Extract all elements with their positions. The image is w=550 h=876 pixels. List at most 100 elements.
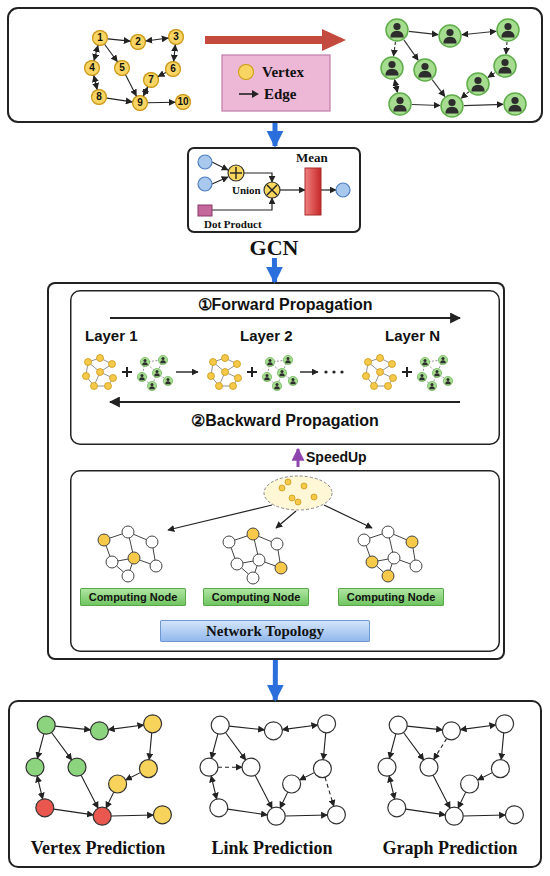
flow-arrow bbox=[272, 258, 277, 282]
prediction-illustration bbox=[378, 758, 396, 776]
propagation-illustration bbox=[441, 357, 444, 360]
module-title: GCN bbox=[188, 236, 360, 260]
vertex-number: 1 bbox=[92, 30, 108, 46]
propagation-illustration bbox=[265, 357, 274, 366]
topology-illustration bbox=[106, 556, 118, 568]
propagation-illustration bbox=[385, 383, 392, 390]
social-graph bbox=[414, 59, 436, 81]
prediction-illustration bbox=[255, 775, 272, 808]
social-graph bbox=[395, 80, 398, 93]
social-graph bbox=[389, 93, 411, 115]
propagation-illustration bbox=[268, 359, 271, 362]
social-graph bbox=[462, 31, 496, 35]
legend-arrow-sample bbox=[252, 90, 259, 98]
topology-illustration bbox=[223, 536, 235, 548]
topology-illustration bbox=[235, 536, 248, 540]
propagation-illustration bbox=[137, 372, 146, 381]
propagation-illustration bbox=[270, 360, 288, 362]
propagation-illustration bbox=[149, 386, 154, 389]
topology-illustration bbox=[370, 534, 383, 538]
vertex-number: 4 bbox=[84, 60, 100, 76]
propagation-illustration bbox=[230, 383, 237, 390]
vertex-circle: 3 bbox=[168, 29, 184, 45]
graph-edge bbox=[158, 73, 166, 77]
social-graph bbox=[488, 73, 495, 78]
gcn-illustration bbox=[305, 168, 321, 215]
topology-illustration bbox=[390, 564, 392, 571]
gcn-illustration bbox=[212, 177, 228, 184]
social-graph bbox=[388, 61, 395, 68]
topology-illustration bbox=[406, 536, 418, 548]
social-graph bbox=[504, 23, 511, 30]
propagation-illustration bbox=[380, 372, 393, 378]
prediction-illustration bbox=[389, 734, 396, 759]
prediction-illustration bbox=[68, 758, 86, 776]
social-graph bbox=[499, 67, 512, 74]
legend-arrow-sample bbox=[239, 93, 253, 95]
vertex-number: 5 bbox=[114, 60, 130, 76]
propagation-illustration bbox=[437, 373, 448, 381]
propagation-illustration bbox=[420, 357, 429, 366]
propagation-illustration bbox=[274, 386, 279, 389]
propagation-illustration bbox=[152, 373, 157, 386]
gcn-illustration bbox=[267, 185, 277, 195]
legend-arrow-sample bbox=[238, 88, 260, 100]
prediction-illustration bbox=[434, 738, 447, 759]
gcn-illustration bbox=[280, 189, 305, 190]
propagation-illustration bbox=[233, 378, 238, 386]
prediction-illustration bbox=[406, 809, 446, 815]
vertex-circle: 8 bbox=[91, 89, 107, 105]
gcn-illustration bbox=[188, 148, 360, 232]
vertex-circle: 1 bbox=[92, 30, 108, 46]
topology-illustration bbox=[253, 554, 265, 566]
propagation-illustration bbox=[110, 375, 117, 382]
graph-edge bbox=[107, 98, 132, 102]
vertex-circle: 10 bbox=[175, 94, 191, 110]
legend-entry: Vertex bbox=[238, 62, 304, 82]
prediction-illustration bbox=[242, 758, 260, 776]
gcn-illustration bbox=[212, 198, 272, 210]
topology-illustration bbox=[400, 560, 411, 564]
social-graph bbox=[409, 31, 438, 34]
propagation-illustration bbox=[420, 357, 429, 366]
propagation-illustration bbox=[445, 381, 450, 384]
input-graph-panel bbox=[8, 8, 542, 122]
social-graph bbox=[497, 19, 519, 41]
propagation-illustration bbox=[283, 355, 292, 364]
social-graph bbox=[381, 57, 403, 79]
prediction-illustration bbox=[37, 776, 43, 799]
propagation-illustration bbox=[139, 377, 144, 380]
vertex-number: 10 bbox=[175, 94, 191, 110]
propagation-illustration bbox=[291, 378, 294, 381]
prediction-illustration bbox=[26, 758, 44, 776]
topology-illustration bbox=[382, 526, 394, 538]
vertex-number: 9 bbox=[132, 95, 148, 111]
prediction-illustration bbox=[211, 734, 218, 759]
propagation-illustration bbox=[285, 360, 290, 363]
propagation-illustration bbox=[283, 355, 292, 364]
propagation-illustration bbox=[275, 383, 278, 386]
propagation-illustration bbox=[417, 372, 426, 381]
speedup-arrow bbox=[298, 449, 299, 467]
propagation-illustration bbox=[145, 360, 163, 362]
topology-illustration bbox=[324, 505, 372, 528]
gcn-illustration bbox=[264, 182, 280, 198]
social-graph bbox=[474, 77, 481, 84]
social-graph bbox=[386, 19, 408, 41]
propagation-illustration bbox=[109, 361, 116, 368]
vertex-number: 7 bbox=[143, 72, 159, 88]
social-graph bbox=[394, 105, 407, 112]
topology-illustration bbox=[366, 556, 378, 568]
propagation-illustration bbox=[446, 378, 449, 381]
propagation-label: ①Forward Propagation bbox=[70, 296, 500, 314]
propagation-illustration bbox=[158, 355, 167, 364]
topology-illustration bbox=[117, 566, 124, 572]
propagation-illustration bbox=[417, 372, 426, 381]
vertex-number: 8 bbox=[91, 89, 107, 105]
layer-label: Layer 2 bbox=[240, 327, 315, 344]
propagation-illustration bbox=[110, 317, 460, 319]
gcn-illustration bbox=[244, 173, 272, 182]
topology-illustration bbox=[378, 559, 388, 561]
propagation-illustration bbox=[157, 373, 168, 381]
